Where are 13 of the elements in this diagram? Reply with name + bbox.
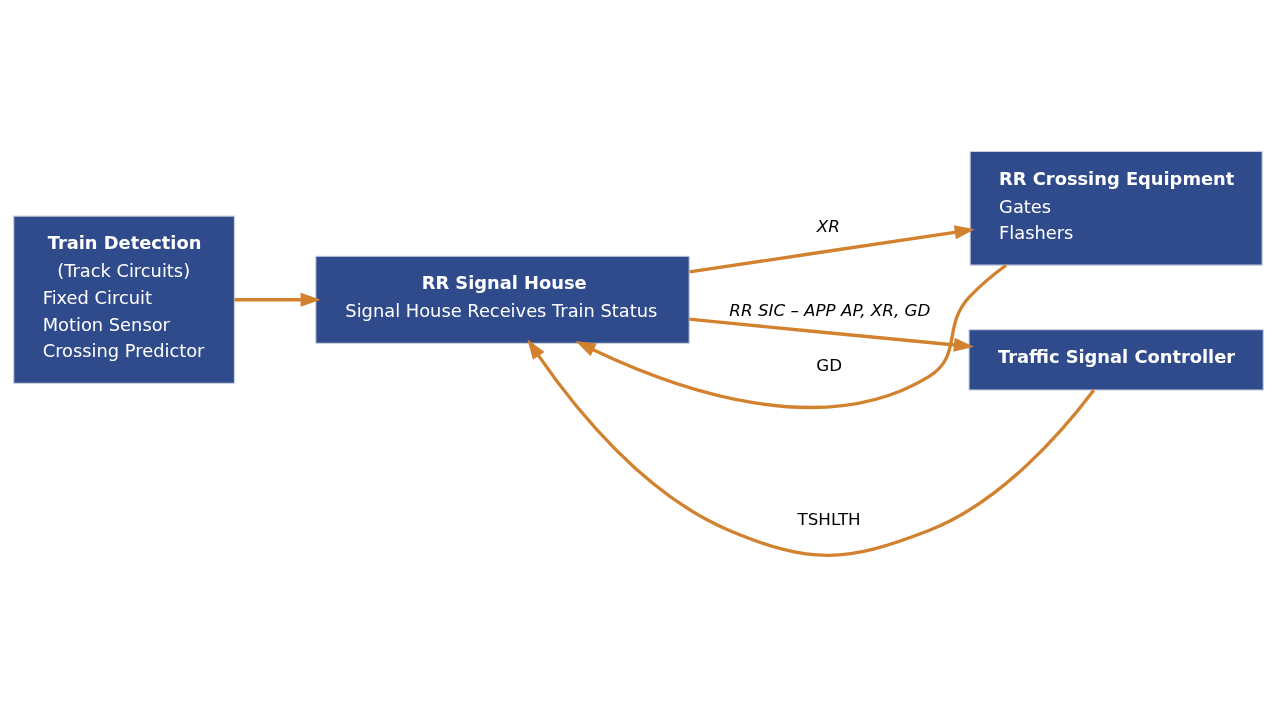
arrow	[527, 339, 1096, 557]
arrow	[689, 317, 974, 352]
edge-label: TSHLTH	[797, 508, 861, 529]
arrow	[234, 292, 321, 307]
edge-label: XR	[816, 215, 840, 236]
edge-label: RR SIC – APP AP, XR, GD	[729, 300, 931, 321]
arrow	[689, 225, 975, 274]
node-box: Traffic Signal Controller	[968, 329, 1264, 391]
node-box: RR Signal House Signal House Receives Train Status	[315, 255, 690, 344]
node-box: RR Crossing Equipment Gates Flashers	[969, 150, 1263, 266]
node-box: Train Detection (Track Circuits) Fixed Circuit Motion Sensor Crossing Predictor	[13, 215, 235, 384]
arrow	[575, 263, 1008, 410]
edge-label: GD	[816, 355, 843, 376]
